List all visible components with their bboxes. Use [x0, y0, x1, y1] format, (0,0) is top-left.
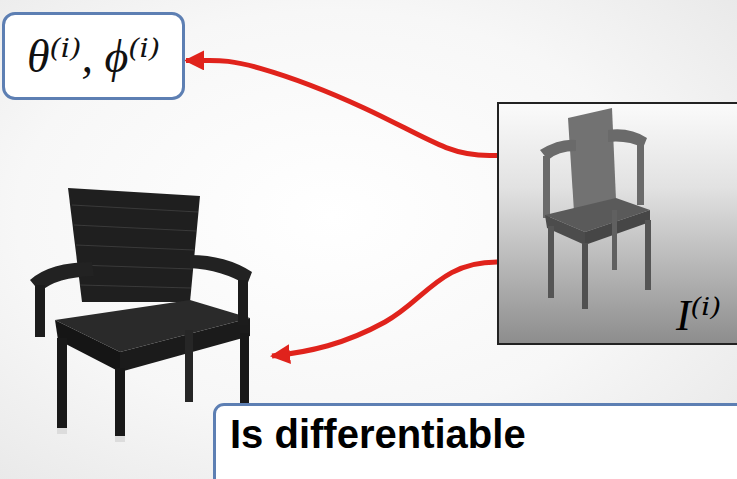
node-text: I⁽ⁱ⁾ — [676, 289, 721, 341]
curved-arrow — [186, 60, 497, 155]
depth-image: I⁽ⁱ⁾ — [497, 102, 737, 345]
node-text: θ⁽ⁱ⁾, ϕ⁽ⁱ⁾ — [27, 29, 160, 83]
parameter-box: θ⁽ⁱ⁾, ϕ⁽ⁱ⁾ — [2, 12, 185, 100]
claim-box: Is differentiable — [213, 403, 737, 479]
node-text: Is differentiable — [230, 412, 526, 457]
curved-arrow — [272, 262, 497, 356]
depth-chair — [540, 108, 651, 309]
depth-ground — [497, 102, 737, 345]
